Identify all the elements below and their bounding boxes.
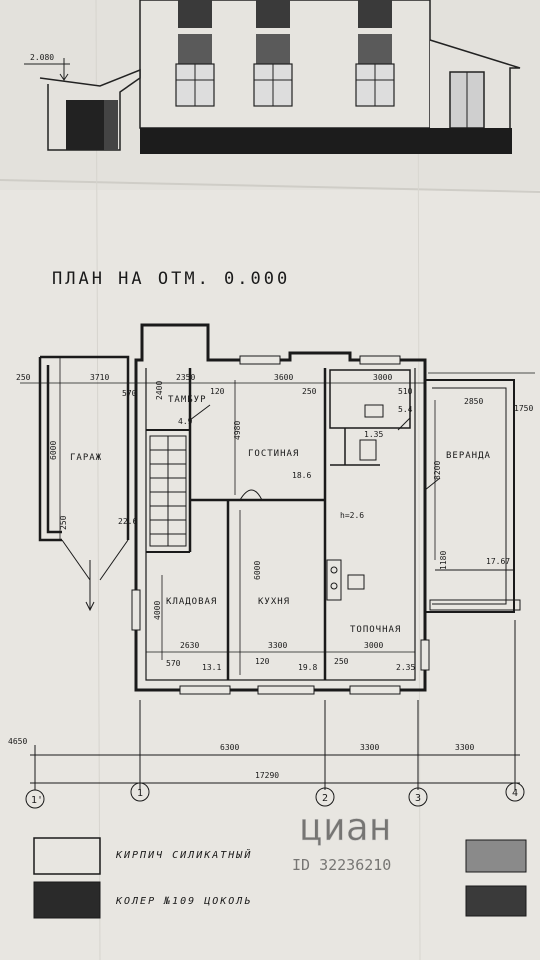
- dim-bottom-3: 3300: [455, 743, 474, 752]
- room-pantry-area: 13.1: [202, 663, 221, 672]
- room-vestibule-area: 4.9: [178, 417, 193, 426]
- dim-top-1: 3710: [90, 373, 109, 382]
- room-living-name: ГОСТИНАЯ: [248, 449, 299, 459]
- room-furnace-name: ТОПОЧНАЯ: [350, 625, 401, 635]
- dim-top-5: 250: [302, 387, 317, 396]
- watermark-id: ID 32236210: [292, 856, 391, 874]
- dim-misc-7: 6000: [49, 441, 58, 460]
- floor-plan: [20, 323, 535, 790]
- dim-top-4: 3000: [373, 373, 392, 382]
- legend-swatch-brick-right: [465, 839, 527, 873]
- dimension-labels: 250 3710 2350 3600 3000 250 1750 2850 57…: [8, 373, 533, 780]
- dim-misc-1: 250: [59, 515, 68, 530]
- room-bath-area: 5.4: [398, 405, 413, 414]
- dim-right-1: 2850: [464, 397, 483, 406]
- axis-label-4: 4: [512, 788, 518, 799]
- room-kitchen-area: 19.8: [298, 663, 317, 672]
- dim-misc-18: 120: [255, 657, 270, 666]
- grid-axes: [25, 782, 525, 809]
- watermark-brand: циан: [300, 805, 392, 849]
- room-furnace-area: 2.35: [396, 663, 415, 672]
- room-veranda-area: 17.67: [486, 557, 510, 566]
- legend-plinth-label: КОЛЕР №109 ЦОКОЛЬ: [115, 896, 252, 907]
- dim-misc-0: 120: [210, 387, 225, 396]
- dim-misc-12: 3300: [268, 641, 287, 650]
- watermark: циан ID 32236210: [292, 805, 392, 874]
- room-kitchen-name: КУХНЯ: [258, 597, 290, 607]
- dim-misc-8: 8200: [433, 461, 442, 480]
- facade-windows: [175, 0, 395, 107]
- legend-swatch-plinth: [33, 881, 101, 919]
- dim-misc-20: 570: [166, 659, 181, 668]
- garage-door: [66, 100, 106, 150]
- dim-misc-5: 2400: [155, 381, 164, 400]
- dim-total: 17290: [255, 771, 279, 780]
- dim-bottom-1: 6300: [220, 743, 239, 752]
- dim-misc-14: 250: [334, 657, 349, 666]
- dim-bottom-2: 3300: [360, 743, 379, 752]
- axis-label-1prime: 1': [31, 795, 43, 806]
- legend-swatch-plinth-right: [465, 885, 527, 917]
- ceiling-height-note: h=2.6: [340, 511, 364, 520]
- dim-misc-13: 3000: [364, 641, 383, 650]
- dim-misc-2: 570: [122, 389, 137, 398]
- dim-misc-6: 4980: [233, 421, 242, 440]
- room-garage-name: ГАРАЖ: [70, 453, 102, 463]
- axis-label-1: 1: [137, 788, 143, 799]
- axis-label-3: 3: [415, 793, 421, 804]
- plan-title: ПЛАН НА ОТМ. 0.000: [52, 269, 290, 289]
- dim-misc-17: 1180: [439, 551, 448, 570]
- room-garage-area: 22.6: [118, 517, 137, 526]
- facade-height-mark: 2.080: [30, 53, 54, 62]
- dim-misc-15: 6000: [253, 561, 262, 580]
- dim-misc-11: 2630: [180, 641, 199, 650]
- room-veranda-name: ВЕРАНДА: [446, 451, 491, 461]
- legend-swatch-brick: [33, 837, 101, 875]
- grid-axis-labels: 1' 1 2 3 4: [31, 788, 518, 806]
- plinth-band: [140, 128, 430, 154]
- room-labels: ГАРАЖ 22.6 ТАМБУР 4.9 ГОСТИНАЯ 18.6 ВЕРА…: [70, 395, 510, 672]
- dim-misc-3: 510: [398, 387, 413, 396]
- legend: КИРПИЧ СИЛИКАТНЫЙ КОЛЕР №109 ЦОКОЛЬ: [33, 837, 527, 919]
- facade-elevation: 2.080: [24, 0, 521, 154]
- dim-top-2: 2350: [176, 373, 195, 382]
- room-wc-area: 1.35: [364, 430, 383, 439]
- dim-top-3: 3600: [274, 373, 293, 382]
- dim-right-0: 1750: [514, 404, 533, 413]
- room-pantry-name: КЛАДОВАЯ: [166, 597, 217, 607]
- dim-top-0: 250: [16, 373, 31, 382]
- axis-label-2: 2: [322, 793, 328, 804]
- room-vestibule-name: ТАМБУР: [168, 395, 207, 405]
- room-living-area: 18.6: [292, 471, 311, 480]
- dim-misc-10: 4000: [153, 601, 162, 620]
- legend-brick-label: КИРПИЧ СИЛИКАТНЫЙ: [115, 848, 252, 861]
- dim-bottom-0: 4650: [8, 737, 27, 746]
